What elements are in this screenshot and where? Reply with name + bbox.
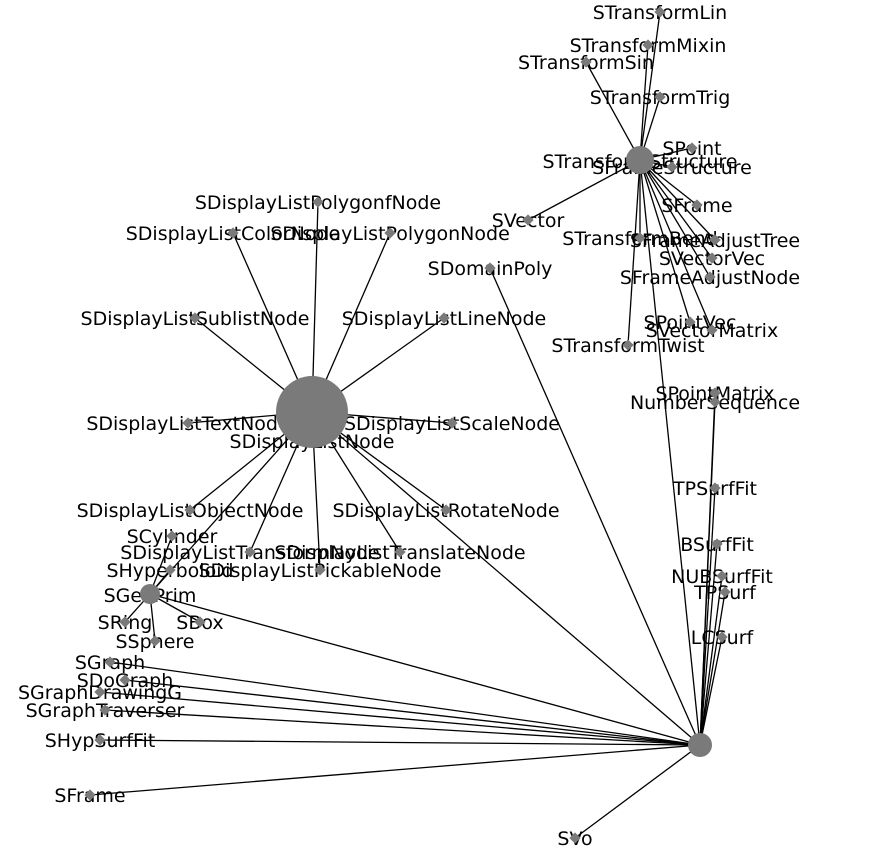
node-marker-lcsurf[interactable] (716, 631, 728, 643)
node-marker-bsurffit[interactable] (711, 538, 723, 550)
node-marker-spointvec[interactable] (684, 316, 696, 328)
edge-sframe2 (89, 744, 701, 796)
node-marker-dlpolyf[interactable] (312, 196, 324, 208)
node-marker-sttwist[interactable] (622, 339, 634, 351)
edge-sttwist (627, 159, 641, 346)
edge-svecmatrix (639, 159, 713, 331)
edge-svo (574, 744, 701, 839)
edge-shypsurffit (99, 739, 701, 746)
node-marker-shyperboloid[interactable] (164, 564, 176, 576)
node-marker-scylinder[interactable] (166, 530, 178, 542)
edge-spointvec (639, 159, 691, 323)
graph-labels: STransformLinSTransformMixinSTransformSi… (18, 2, 800, 850)
edge-display-core (311, 411, 701, 746)
edge-sdograph (124, 679, 701, 746)
edge-sgraphdrawing (99, 691, 701, 746)
node-marker-sframe[interactable] (691, 199, 703, 211)
node-marker-svectorvec[interactable] (706, 252, 718, 264)
edge-tlin (639, 11, 661, 161)
node-marker-nubsurffit[interactable] (716, 570, 728, 582)
hub-core[interactable] (688, 733, 712, 757)
edge-display-prim (149, 411, 313, 595)
node-marker-tpsurffit[interactable] (709, 482, 721, 494)
node-marker-dltext[interactable] (182, 417, 194, 429)
edge-prim-core (149, 593, 701, 746)
node-marker-dlrotate[interactable] (440, 504, 452, 516)
edge-tmix (639, 44, 649, 161)
edge-sdomainpoly (489, 267, 701, 746)
node-marker-dlpickable[interactable] (314, 564, 326, 576)
edge-numseq (699, 401, 716, 746)
hub-transform[interactable] (626, 146, 654, 174)
edge-svectorvec (639, 159, 713, 259)
node-marker-tpsurf[interactable] (719, 586, 731, 598)
node-marker-dlscale[interactable] (446, 417, 458, 429)
edge-transform-core (639, 159, 701, 746)
edge-tsin (585, 61, 641, 161)
node-marker-svector[interactable] (522, 214, 534, 226)
node-marker-tmix[interactable] (642, 39, 654, 51)
node-marker-dlobject[interactable] (184, 504, 196, 516)
node-marker-dltransform[interactable] (244, 546, 256, 558)
edge-sgraph (109, 661, 701, 746)
node-marker-ssphere[interactable] (149, 635, 161, 647)
node-marker-dlsublist[interactable] (189, 312, 201, 324)
node-marker-dltranslate[interactable] (394, 546, 406, 558)
node-marker-spointmatrix[interactable] (709, 387, 721, 399)
node-marker-dlpoly[interactable] (384, 227, 396, 239)
node-marker-sfadjtree[interactable] (709, 234, 721, 246)
edge-tpsurffit (699, 487, 716, 746)
node-marker-numseq[interactable] (709, 396, 721, 408)
node-marker-sdomainpoly[interactable] (484, 262, 496, 274)
node-marker-svecmatrix[interactable] (706, 324, 718, 336)
edge-sgraphtraverser (104, 709, 701, 746)
graph-nodes (84, 6, 731, 844)
node-marker-dlline[interactable] (438, 312, 450, 324)
node-marker-dlcolor[interactable] (227, 227, 239, 239)
edge-scylinder (149, 535, 173, 595)
edge-tpsurf (699, 591, 726, 746)
edge-lcsurf (699, 636, 723, 746)
node-marker-spoint[interactable] (686, 142, 698, 154)
node-marker-sframestruct[interactable] (666, 161, 678, 173)
node-marker-stbend[interactable] (634, 232, 646, 244)
edge-bsurffit (699, 543, 718, 746)
node-marker-svo[interactable] (569, 832, 581, 844)
node-marker-sfadjnode[interactable] (704, 271, 716, 283)
edge-svector (527, 159, 641, 221)
graph-edges (89, 11, 726, 839)
node-marker-sbox[interactable] (194, 616, 206, 628)
edge-sfadjtree (639, 159, 716, 241)
edge-sfadjnode (639, 159, 711, 278)
hub-display[interactable] (276, 376, 348, 448)
hub-prim[interactable] (140, 584, 160, 604)
edge-nubsurffit (699, 575, 723, 746)
